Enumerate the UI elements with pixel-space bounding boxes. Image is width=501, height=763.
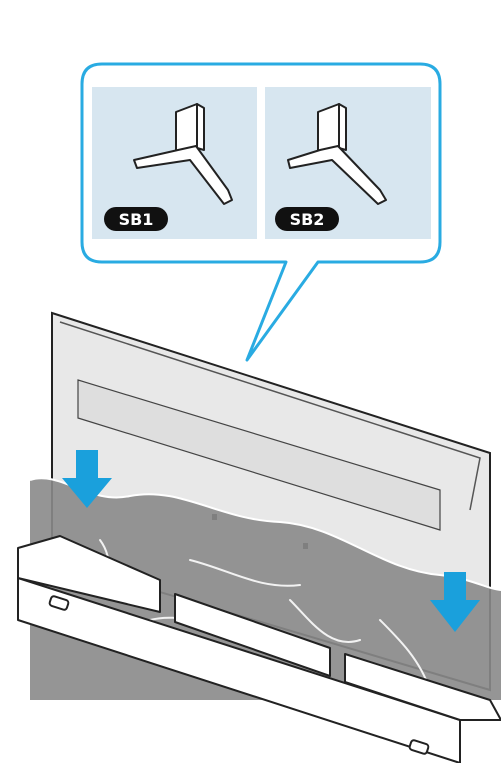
tv-back-ridge	[77, 379, 441, 531]
box-left-block	[17, 535, 161, 613]
tv-back-bevel	[59, 321, 481, 511]
badge-label: SB2	[290, 210, 325, 229]
tv-stand-leg-icon	[133, 103, 233, 205]
down-arrow-icon	[62, 450, 112, 508]
down-arrow-icon	[430, 572, 480, 632]
badge-sb2: SB2	[275, 207, 339, 231]
box-right-block	[344, 653, 501, 721]
parts-callout: SB1 SB2	[80, 62, 442, 362]
insert-direction-arrows	[62, 450, 480, 632]
stand-panel-sb1: SB1	[92, 87, 257, 239]
badge-label: SB1	[119, 210, 154, 229]
box-handle-hole	[48, 595, 70, 611]
box-handle-hole	[408, 739, 430, 755]
badge-sb1: SB1	[104, 207, 168, 231]
packaging-box	[17, 535, 501, 763]
box-front-face	[17, 577, 461, 763]
stand-panel-sb2: SB2	[265, 87, 431, 239]
box-middle-block	[174, 593, 331, 677]
tv-stand-leg-icon	[287, 103, 387, 205]
